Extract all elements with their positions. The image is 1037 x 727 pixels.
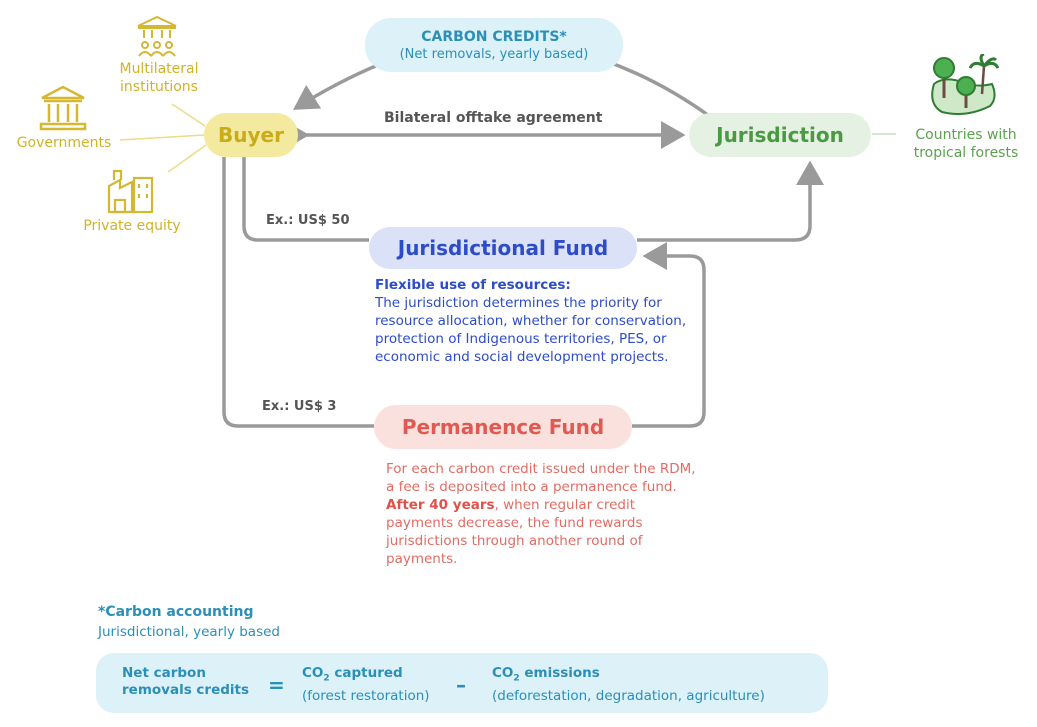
co2-subscript-2: 2 bbox=[513, 673, 520, 684]
arrow-jfund-to-jurisdiction bbox=[637, 160, 824, 242]
co2-text: CO bbox=[302, 665, 324, 681]
minus-sign: – bbox=[456, 673, 466, 697]
captured-sub: (forest restoration) bbox=[302, 687, 430, 704]
permanence-bold: After 40 years bbox=[386, 497, 495, 513]
government-building-icon bbox=[39, 85, 87, 131]
arrow-buyer-to-pfund bbox=[222, 157, 374, 428]
accounting-title: *Carbon accounting bbox=[98, 604, 254, 620]
carbon-credits-box: CARBON CREDITS* (Net removals, yearly ba… bbox=[365, 18, 623, 72]
permanence-text: For each carbon credit issued under the … bbox=[386, 460, 706, 568]
emissions-text: emissions bbox=[519, 665, 600, 681]
pfund-example: Ex.: US$ 3 bbox=[262, 399, 337, 414]
arrow-jurisdiction-to-credits bbox=[602, 58, 714, 120]
captured-text: captured bbox=[329, 665, 403, 681]
accounting-subtitle: Jurisdictional, yearly based bbox=[98, 624, 280, 640]
emissions-term: CO2 emissions (deforestation, degradatio… bbox=[492, 665, 822, 705]
flexible-use-text: Flexible use of resources: The jurisdict… bbox=[375, 276, 705, 366]
permanence-body-start: For each carbon credit issued under the … bbox=[386, 461, 696, 495]
forest-icon bbox=[931, 54, 1000, 115]
equals-sign: = bbox=[268, 673, 285, 697]
jurisdictional-fund-node: Jurisdictional Fund bbox=[369, 227, 637, 269]
buyer-node: Buyer bbox=[204, 113, 298, 157]
private-equity-label: Private equity bbox=[83, 218, 181, 234]
flexible-heading: Flexible use of resources: bbox=[375, 277, 571, 293]
institution-icon bbox=[137, 15, 177, 57]
accounting-equation: Net carbon removals credits = CO2 captur… bbox=[96, 653, 828, 713]
jurisdiction-node: Jurisdiction bbox=[689, 113, 871, 157]
multilateral-label: Multilateral institutions bbox=[119, 61, 199, 95]
permanence-fund-node: Permanence Fund bbox=[374, 405, 632, 449]
emissions-sub: (deforestation, degradation, agriculture… bbox=[492, 687, 765, 704]
net-line2: removals credits bbox=[122, 682, 250, 698]
arrow-pfund-to-jfund bbox=[632, 242, 706, 428]
jfund-example: Ex.: US$ 50 bbox=[266, 213, 350, 228]
arrow-buyer-to-jfund bbox=[242, 157, 369, 242]
factory-icon bbox=[107, 169, 154, 214]
governments-label: Governments bbox=[16, 135, 112, 151]
captured-term: CO2 captured (forest restoration) bbox=[302, 665, 462, 705]
bilateral-label: Bilateral offtake agreement bbox=[384, 110, 603, 126]
flexible-body: The jurisdiction determines the priority… bbox=[375, 295, 687, 365]
carbon-credits-title: CARBON CREDITS* bbox=[421, 28, 567, 45]
carbon-credits-subtitle: (Net removals, yearly based) bbox=[399, 46, 589, 62]
co2-text-2: CO bbox=[492, 665, 514, 681]
net-line1: Net carbon bbox=[122, 665, 206, 681]
permanence-body-end: , when regular credit payments decrease,… bbox=[386, 497, 643, 567]
co2-subscript: 2 bbox=[323, 673, 330, 684]
countries-label: Countries with tropical forests bbox=[913, 127, 1019, 161]
net-credits-term: Net carbon removals credits bbox=[122, 665, 262, 699]
